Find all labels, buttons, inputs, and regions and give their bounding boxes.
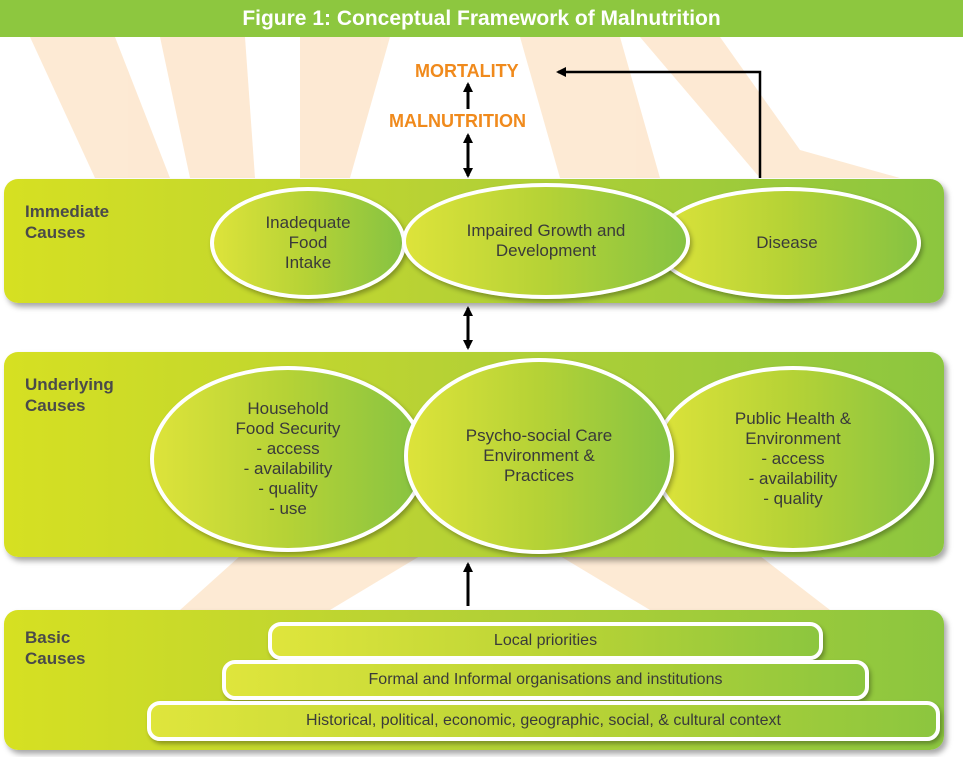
public-health-environment-ellipse: Public Health & Environment - access - a… [652,366,934,552]
mortality-label: MORTALITY [415,61,519,81]
background-shape [300,37,390,178]
psycho-social-care-ellipse: Psycho-social Care Environment & Practic… [404,358,674,554]
inadequate-food-intake-ellipse: Inadequate Food Intake [210,187,406,299]
background-shape [520,37,660,178]
background-shape [160,37,255,178]
malnutrition-label: MALNUTRITION [389,111,526,131]
organisations-institutions-pill: Formal and Informal organisations and in… [222,660,869,700]
underlying-causes-panel: Underlying Causes Household Food Securit… [4,352,944,557]
background-shape [560,556,830,610]
household-food-security-ellipse: Household Food Security - access - avail… [150,366,426,552]
local-priorities-pill: Local priorities [268,622,823,660]
disease-ellipse: Disease [653,187,921,299]
impaired-growth-ellipse: Impaired Growth and Development [402,183,690,299]
background-shape [30,37,170,178]
underlying-causes-label: Underlying Causes [25,375,114,415]
immediate-causes-label: Immediate Causes [25,202,110,242]
immediate-causes-panel: Immediate Causes Inadequate Food Intake … [4,179,944,303]
background-shape [640,37,900,178]
background-shape [180,556,420,610]
basic-causes-label: Basic Causes [25,628,86,668]
context-pill: Historical, political, economic, geograp… [147,701,940,741]
figure-title: Figure 1: Conceptual Framework of Malnut… [0,0,963,37]
basic-causes-panel: Basic Causes Local priorities Formal and… [4,610,944,750]
